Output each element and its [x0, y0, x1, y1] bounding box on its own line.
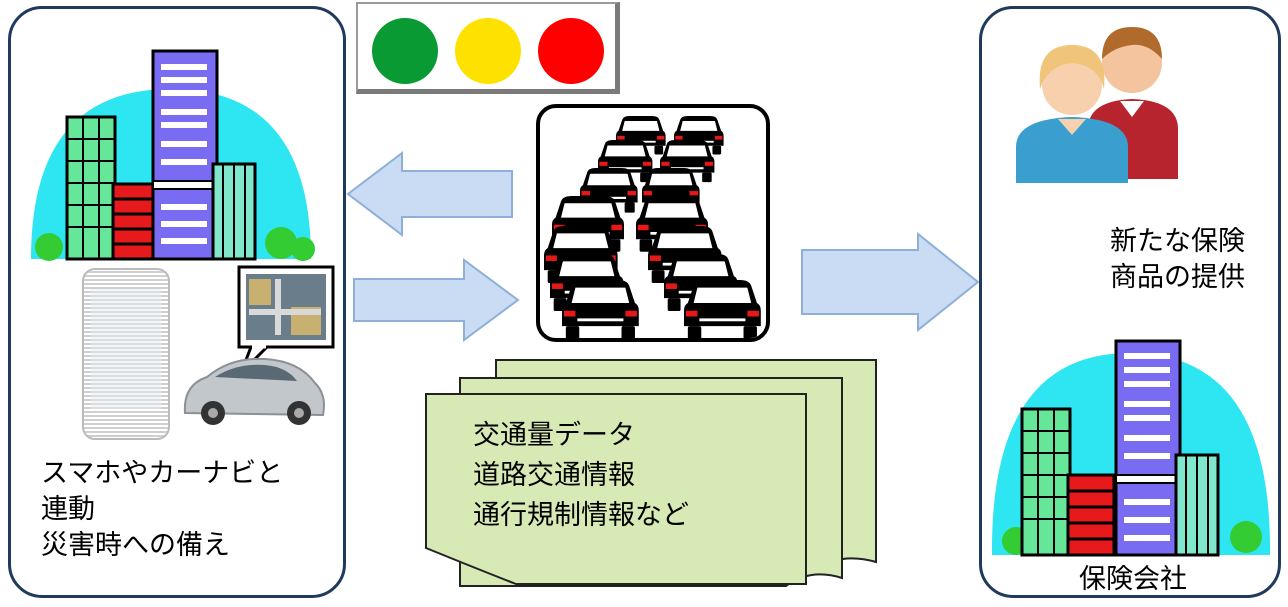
caption-line: 災害時への備え — [41, 530, 230, 561]
caption-line: 連動 — [41, 494, 95, 525]
caption-line: スマホやカーナビと — [41, 458, 284, 489]
user-caption: スマホやカーナビと 連動 災害時への備え — [41, 456, 283, 564]
people-icon — [1016, 27, 1178, 183]
traffic-jam-icon — [544, 116, 761, 338]
user-panel: スマホやカーナビと 連動 災害時への備え — [8, 6, 346, 598]
city-buildings-icon — [991, 339, 1271, 557]
data-line: 道路交通情報 — [473, 460, 635, 491]
data-line: 通行規制情報など — [473, 500, 689, 531]
insurer-label: 保険会社 — [1079, 564, 1187, 595]
city-buildings-icon — [31, 49, 315, 261]
traffic-jam-panel — [536, 104, 770, 342]
service-line: 新たな保険 — [1110, 226, 1245, 257]
arrow-right-icon — [801, 231, 980, 333]
green-light — [372, 18, 438, 84]
smartphone-icon — [82, 268, 170, 440]
arrow-left-icon — [346, 150, 513, 238]
service-line: 商品の提供 — [1110, 262, 1245, 293]
yellow-light — [455, 18, 521, 84]
data-line: 交通量データ — [473, 420, 635, 451]
new-product-text: 新たな保険 商品の提供 — [1110, 224, 1245, 296]
car-navigation-icon — [183, 265, 335, 425]
data-source-text: 交通量データ 道路交通情報 通行規制情報など — [473, 416, 689, 536]
red-light — [538, 18, 604, 84]
traffic-signal — [356, 2, 620, 94]
insurer-panel: 保険会社 — [979, 6, 1281, 598]
arrow-right-icon — [353, 258, 520, 342]
document-stack-icon — [425, 359, 877, 587]
